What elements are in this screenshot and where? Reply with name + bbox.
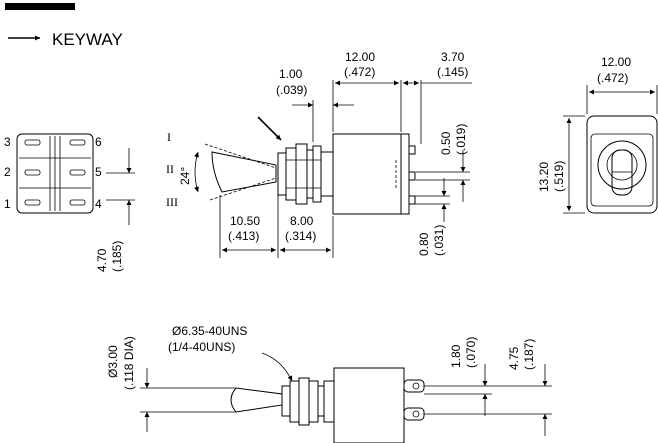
dim-3-70-in: (.145)	[437, 65, 468, 79]
pin-6-label: 6	[95, 135, 102, 149]
dim-13-20-in: (.519)	[552, 161, 566, 192]
dim-4-70-mm: 4.70	[95, 248, 109, 272]
pin-5-label: 5	[95, 165, 102, 179]
dim-12-00-front-mm: 12.00	[601, 55, 631, 69]
dim-4-75-in: (.187)	[522, 339, 536, 370]
dim-12-00-side-in: (.472)	[344, 65, 375, 79]
dim-12-00-side-mm: 12.00	[345, 50, 375, 64]
dim-0-50-mm: 0.50	[439, 131, 453, 155]
toggle-lever	[211, 151, 277, 193]
side-view: I II III 24°	[166, 50, 472, 258]
lever-tip	[611, 149, 633, 196]
thread-spec-mm: Ø6.35-40UNS	[172, 324, 247, 338]
end-view-outline	[16, 133, 94, 214]
front-view-outline	[586, 115, 658, 214]
dim-0-80-mm: 0.80	[417, 232, 431, 256]
dim-1-00-mm: 1.00	[279, 67, 303, 81]
pin-4-label: 4	[95, 197, 102, 211]
bottom-view: Ø3.00 (.118 DIA) Ø6.35-40UNS (1/4-40UNS)…	[106, 324, 552, 443]
dim-1-00-in: (.039)	[276, 83, 307, 97]
bottom-lever	[230, 387, 283, 413]
position-1-label: I	[167, 130, 171, 144]
dim-0-80-in: (.031)	[432, 225, 446, 256]
dim-13-20-mm: 13.20	[537, 162, 551, 192]
dim-4-75-mm: 4.75	[507, 346, 521, 370]
bottom-switch-body	[333, 367, 405, 443]
end-view: 3 2 1 6 5 4 4.70 (.185)	[4, 133, 135, 272]
angle-label: 24°	[178, 167, 192, 185]
dim-10-50-mm: 10.50	[230, 214, 260, 228]
dim-1-80-mm: 1.80	[449, 344, 463, 368]
pin-2-label: 2	[4, 165, 11, 179]
hex-nut	[285, 147, 297, 201]
dim-8-00-in: (.314)	[285, 229, 316, 243]
dim-dia-3-00-mm: Ø3.00	[106, 345, 120, 378]
pin-1-label: 1	[4, 197, 11, 211]
keyway-label: KEYWAY	[52, 30, 123, 49]
keyway-pointer-icon	[257, 116, 282, 141]
header-bar	[5, 3, 75, 10]
switch-body	[332, 133, 402, 215]
dim-8-00-mm: 8.00	[290, 214, 314, 228]
front-view: 12.00 (.472) 13.20 (.519)	[537, 55, 658, 214]
position-3-label: III	[166, 195, 178, 209]
dim-dia-3-00-in: (.118 DIA)	[122, 336, 136, 390]
dim-10-50-in: (.413)	[228, 229, 259, 243]
dim-1-80-in: (.070)	[464, 337, 478, 368]
thread-spec-in: (1/4-40UNS)	[168, 340, 235, 354]
dim-0-50-in: (.019)	[454, 124, 468, 155]
bottom-hex-nut	[298, 377, 310, 426]
pin-3-label: 3	[4, 135, 11, 149]
legend: KEYWAY	[5, 3, 123, 49]
bushing-circle	[597, 140, 647, 190]
dim-3-70-mm: 3.70	[441, 50, 465, 64]
position-2-label: II	[166, 162, 174, 176]
dim-12-00-front-in: (.472)	[597, 71, 628, 85]
terminal-slots	[24, 139, 86, 206]
dim-4-70-in: (.185)	[110, 241, 124, 272]
